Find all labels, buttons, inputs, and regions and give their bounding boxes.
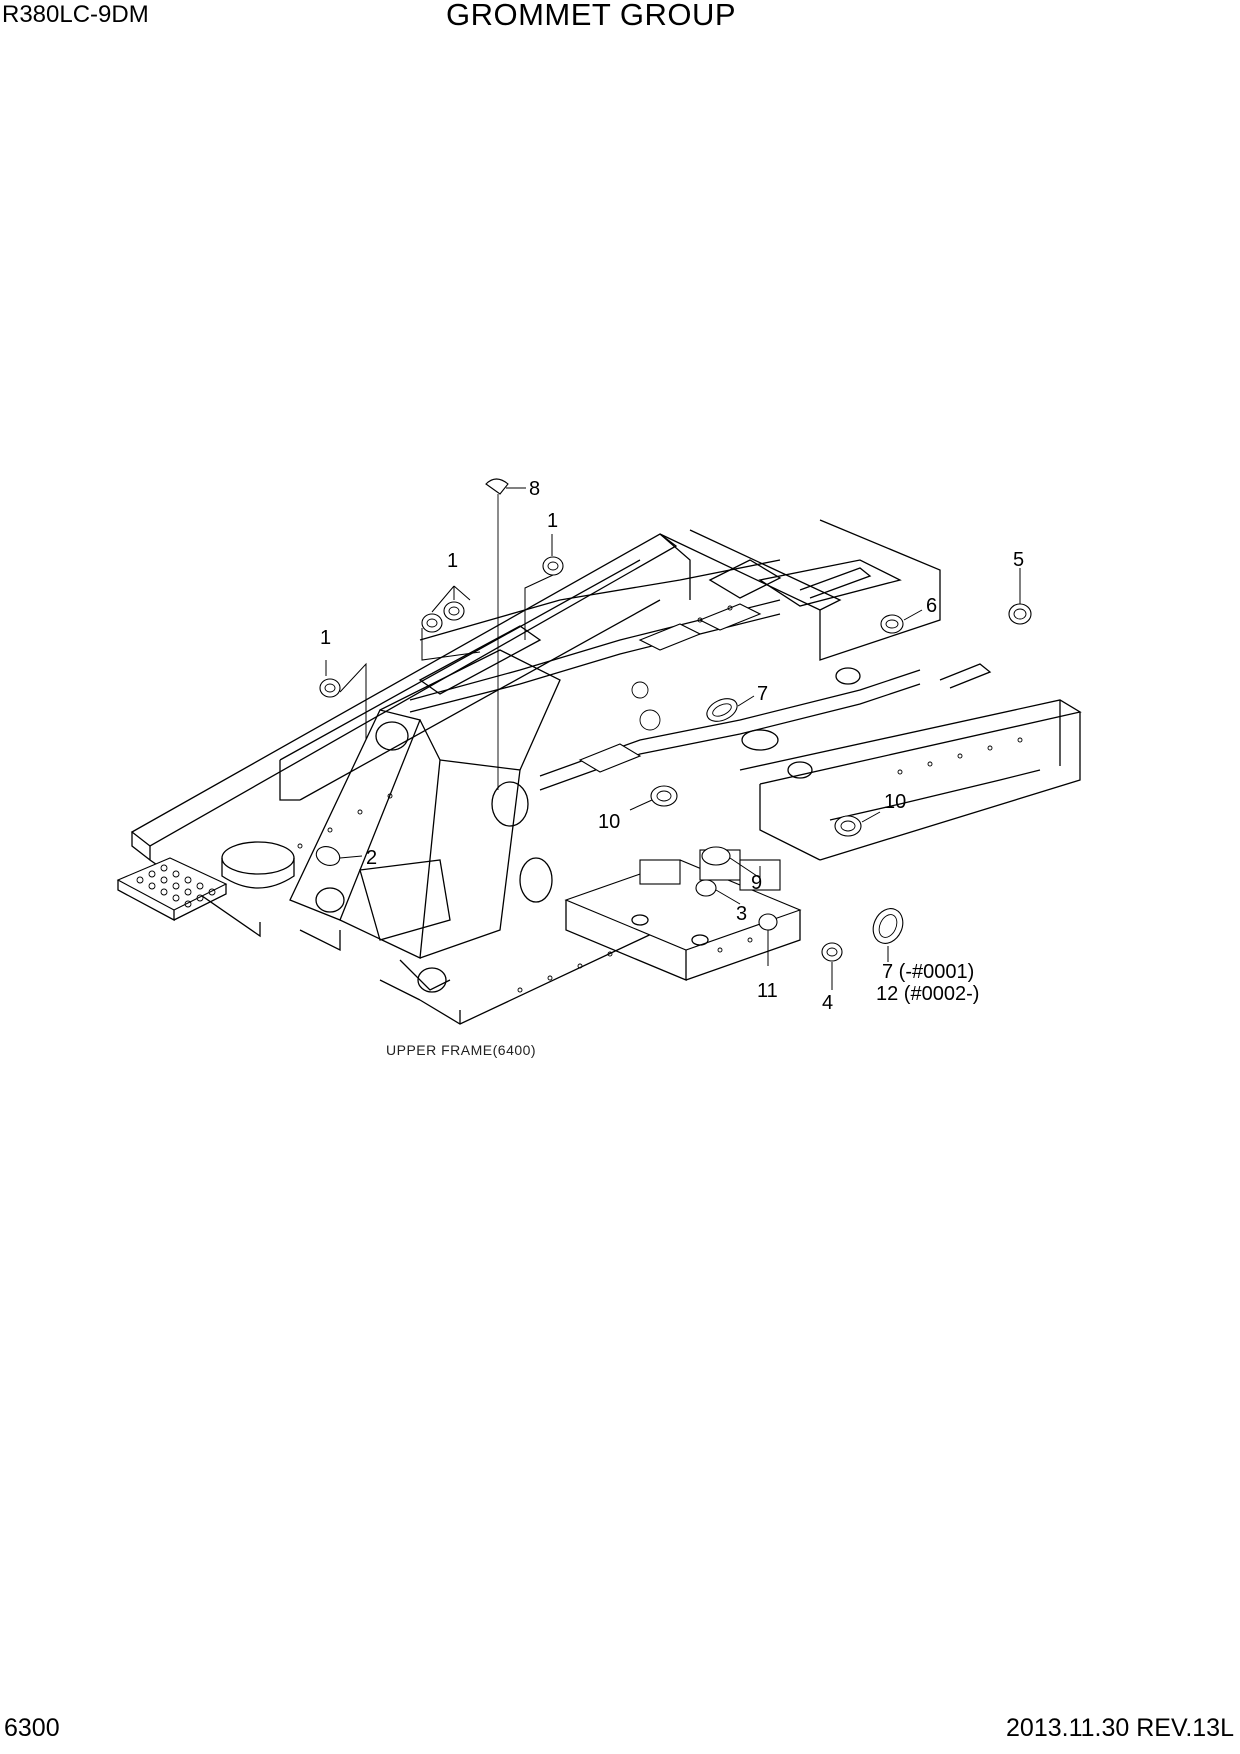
upper-frame-drawing [116, 519, 1082, 1025]
callout-8: 8 [529, 478, 540, 500]
callout-2: 2 [366, 847, 377, 869]
callout-1-left: 1 [320, 627, 331, 649]
step-plate-holes [136, 864, 216, 908]
frame-holes [297, 605, 1023, 993]
frame-caption: UPPER FRAME(6400) [386, 1042, 536, 1058]
callout-4: 4 [822, 992, 833, 1014]
callout-10-left: 10 [598, 811, 620, 833]
callout-6: 6 [926, 595, 937, 617]
callout-5: 5 [1013, 549, 1024, 571]
page-title: GROMMET GROUP [446, 0, 737, 32]
callout-labels: 8 1 1 1 5 6 7 10 10 2 9 3 11 4 7 (-#0001… [320, 478, 1024, 1058]
callout-1-middle: 1 [447, 550, 458, 572]
callout-7-serial: 7 (-#0001) [882, 961, 974, 983]
callout-7-upper: 7 [757, 683, 768, 705]
callout-1-top: 1 [547, 510, 558, 532]
revision-date: 2013.11.30 REV.13L [1006, 1714, 1234, 1742]
callout-12-serial: 12 (#0002-) [876, 983, 979, 1005]
grommet-parts [315, 478, 1032, 962]
callout-3: 3 [736, 903, 747, 925]
callout-11: 11 [757, 980, 778, 1002]
model-code: R380LC-9DM [2, 1, 149, 28]
callout-10-right: 10 [884, 791, 906, 813]
leader-lines [325, 487, 1021, 990]
callout-9: 9 [751, 872, 762, 894]
page-number: 6300 [4, 1714, 60, 1742]
